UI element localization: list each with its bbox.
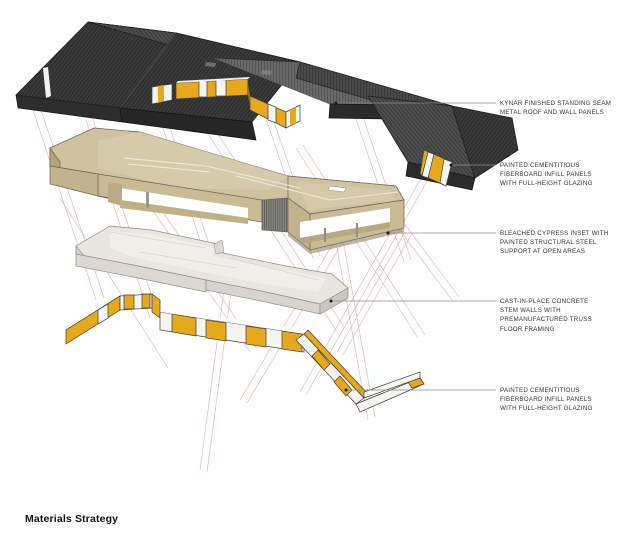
callout-line: STEM WALLS WITH [500,307,561,315]
callout-line: PAINTED CEMENTITIOUS [500,162,580,169]
callout-line: FIBERBOARD INFILL PANELS [500,171,592,179]
callout-line: METAL ROOF AND WALL PANELS [500,109,605,117]
callout-line: FLOOR FRAMING [500,325,555,333]
callout-label-cementitious-upper: PAINTED CEMENTITIOUS FIBERBOARD INFILL P… [500,161,593,189]
callout-line: FIBERBOARD INFILL PANELS [500,396,592,404]
figure-caption: Materials Strategy [25,513,119,525]
layer-upper-infill-panels [151,77,453,187]
callout-line: CAST-IN-PLACE CONCRETE [500,298,589,305]
leader-anchor-dots [329,101,453,392]
anchor-dot-cementitious-upper [449,163,453,167]
callout-line: BLEACHED CYPRESS INSET WITH [500,230,609,237]
leader-lines [331,102,496,391]
callout-line: KYNAR FINISHED STANDING SEAM [500,100,612,107]
callout-line: SUPPORT AT OPEN AREAS [500,248,586,256]
callout-label-cementitious-lower: PAINTED CEMENTITIOUS FIBERBOARD INFILL P… [500,386,593,414]
layer-lower-infill-panels [65,293,425,413]
callout-line: PAINTED CEMENTITIOUS [500,387,580,394]
anchor-dot-cementitious-lower [344,388,348,392]
callout-label-kynar-roof: KYNAR FINISHED STANDING SEAM METAL ROOF … [500,99,611,117]
layer-cypress-volume [49,127,405,254]
callout-line: WITH FULL-HEIGHT GLAZING [500,405,593,413]
anchor-dot-bleached-cypress [386,231,390,235]
callout-line: WITH FULL-HEIGHT GLAZING [500,180,593,188]
callout-line: PAINTED STRUCTURAL STEEL [500,239,597,247]
layer-concrete-slab [75,225,349,315]
callout-label-bleached-cypress: BLEACHED CYPRESS INSET WITH PAINTED STRU… [500,229,609,257]
anchor-dot-cast-in-place-concrete [329,299,333,303]
anchor-dot-kynar-roof [334,101,338,105]
callout-line: PREMANUFACTURED TRUSS [500,316,592,324]
callout-label-cast-in-place-concrete: CAST-IN-PLACE CONCRETE STEM WALLS WITH P… [500,297,592,334]
